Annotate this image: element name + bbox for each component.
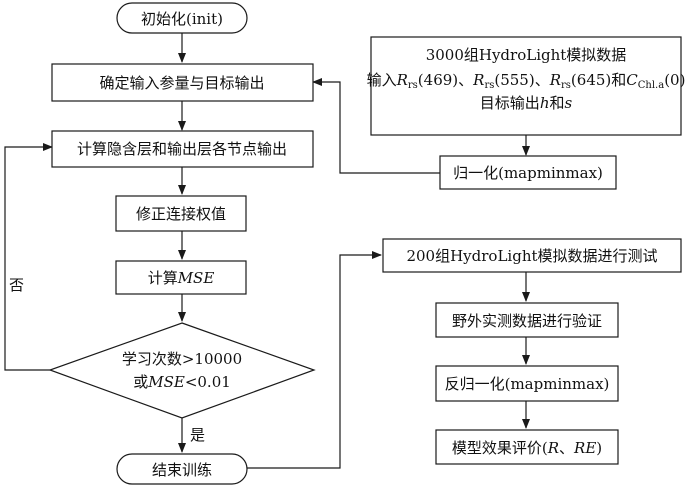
decision-line-2: 或MSE<0.01 bbox=[133, 373, 231, 391]
node-end-training: 结束训练 bbox=[116, 453, 248, 485]
edge-label-no: 否 bbox=[9, 276, 24, 294]
edge-label-yes: 是 bbox=[190, 426, 205, 444]
input-prefix: 输入 bbox=[367, 71, 397, 89]
decision-threshold: <0.01 bbox=[185, 373, 231, 391]
data-source-line-3: 目标输出h和s bbox=[480, 94, 573, 112]
node-decision: 学习次数>10000 或MSE<0.01 bbox=[48, 322, 316, 419]
evaluate-sep: 、 bbox=[559, 439, 574, 457]
data-source-line-2: 输入Rrs(469)、Rrs(555)、Rrs(645)和CChl.a(0) bbox=[367, 71, 686, 91]
evaluate-suffix: ) bbox=[596, 439, 602, 457]
and-word: 和 bbox=[549, 94, 564, 112]
r-symbol-1: R bbox=[396, 71, 408, 89]
r-symbol-2: R bbox=[472, 71, 484, 89]
node-adjust-weights-label: 修正连接权值 bbox=[136, 205, 226, 223]
node-test: 200组HydroLight模拟数据进行测试 bbox=[382, 238, 682, 273]
band-469: (469)、 bbox=[418, 71, 473, 89]
node-denormalize: 反归一化(mapminmax) bbox=[435, 365, 619, 402]
decision-mse: MSE bbox=[147, 373, 185, 391]
mse-var: MSE bbox=[177, 269, 215, 287]
h-symbol: h bbox=[540, 94, 550, 112]
evaluate-re: RE bbox=[573, 439, 596, 457]
c-symbol: C bbox=[626, 71, 638, 89]
depth-zero: (0) bbox=[664, 71, 685, 89]
decision-or: 或 bbox=[133, 373, 148, 391]
mse-prefix: 计算 bbox=[148, 269, 178, 287]
rs-sub-1: rs bbox=[408, 80, 418, 91]
node-adjust-weights: 修正连接权值 bbox=[115, 195, 247, 232]
node-compute-mse: 计算MSE bbox=[115, 260, 247, 295]
rs-sub-2: rs bbox=[484, 80, 494, 91]
node-init-label: 初始化(init) bbox=[141, 10, 223, 28]
data-source-line-1: 3000组HydroLight模拟数据 bbox=[426, 46, 627, 64]
node-define-io-label: 确定输入参量与目标输出 bbox=[99, 74, 264, 92]
evaluate-r: R bbox=[547, 439, 559, 457]
arrow-loop-back-no bbox=[4, 143, 53, 371]
r-symbol-3: R bbox=[549, 71, 561, 89]
rs-sub-3: rs bbox=[561, 80, 571, 91]
band-555: (555)、 bbox=[494, 71, 549, 89]
chl-sub: Chl.a bbox=[638, 80, 664, 91]
node-validate-label: 野外实测数据进行验证 bbox=[452, 312, 602, 330]
node-init: 初始化(init) bbox=[116, 2, 248, 34]
node-compute-output: 计算隐含层和输出层各节点输出 bbox=[51, 130, 314, 168]
node-evaluate-label: 模型效果评价(R、RE) bbox=[452, 439, 602, 457]
s-symbol: s bbox=[565, 94, 573, 112]
node-evaluate: 模型效果评价(R、RE) bbox=[435, 429, 619, 465]
node-normalize: 归一化(mapminmax) bbox=[439, 155, 617, 190]
node-compute-output-label: 计算隐含层和输出层各节点输出 bbox=[77, 140, 287, 158]
decision-line-1: 学习次数>10000 bbox=[122, 350, 242, 368]
evaluate-prefix: 模型效果评价( bbox=[452, 439, 548, 457]
node-normalize-label: 归一化(mapminmax) bbox=[453, 164, 603, 182]
node-validate: 野外实测数据进行验证 bbox=[435, 302, 619, 338]
node-end-training-label: 结束训练 bbox=[152, 461, 212, 479]
node-test-label: 200组HydroLight模拟数据进行测试 bbox=[406, 247, 657, 265]
node-denormalize-label: 反归一化(mapminmax) bbox=[445, 375, 610, 393]
arrow-normalize-to-define bbox=[312, 78, 440, 174]
node-define-io: 确定输入参量与目标输出 bbox=[51, 63, 314, 102]
node-data-source: 3000组HydroLight模拟数据 输入Rrs(469)、Rrs(555)、… bbox=[367, 36, 686, 136]
node-compute-mse-label: 计算MSE bbox=[148, 269, 215, 287]
arrow-end-to-test bbox=[247, 251, 382, 469]
target-prefix: 目标输出 bbox=[480, 94, 540, 112]
band-645: (645)和 bbox=[571, 71, 626, 89]
